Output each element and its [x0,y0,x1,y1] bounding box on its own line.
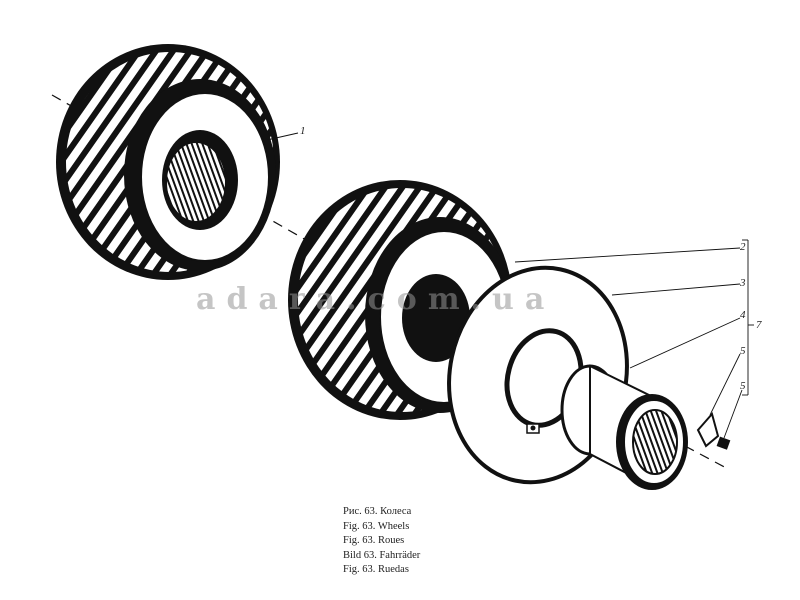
callout-3: 3 [740,277,746,289]
callout-5-upper: 5 [740,345,746,357]
nut-icon [716,436,731,450]
figure-caption: Рис. 63. Колеса Fig. 63. Wheels Fig. 63.… [343,505,420,578]
callout-5-lower: 5 [740,380,746,392]
lock-ring-icon [696,411,720,448]
callout-7: 7 [756,319,762,331]
caption-ru: Рис. 63. Колеса [343,506,412,517]
caption-fr: Fig. 63. Roues [343,535,405,546]
caption-en: Fig. 63. Wheels [343,520,410,532]
callout-1: 1 [300,125,306,137]
leader-lines [266,132,754,439]
tire-assembled [56,44,280,280]
wheel-rim [560,364,688,490]
valve-icon [526,423,540,434]
caption-es: Fig. 63. Ruedas [343,564,409,575]
callout-2: 2 [740,241,746,253]
caption-de: Bild 63. Fahrräder [343,549,421,561]
callout-4: 4 [740,309,746,321]
watermark-text: adara.com.ua [196,282,556,317]
